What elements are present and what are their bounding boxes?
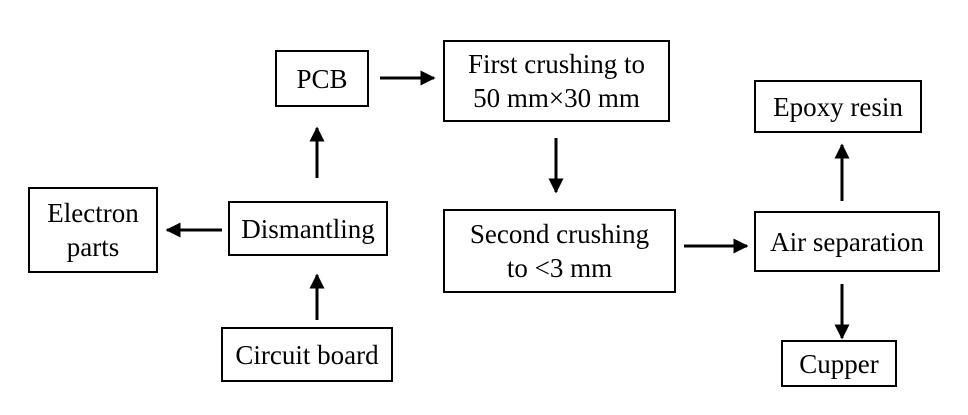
cupper-box: Cupper [781,340,897,387]
second-crushing-box: Second crushing to <3 mm [443,209,676,293]
first-crushing-label: First crushing to 50 mm×30 mm [467,49,645,113]
electron-parts-box: Electron parts [28,187,158,273]
electron-parts-label: Electron parts [47,198,139,262]
second-crushing-label: Second crushing to <3 mm [469,219,650,283]
dismantling-box: Dismantling [228,201,388,256]
epoxy-resin-box: Epoxy resin [754,80,922,133]
dismantling-label: Dismantling [241,213,375,244]
circuit-board-label: Circuit board [235,339,379,370]
epoxy-resin-label: Epoxy resin [773,91,903,122]
pcb-label: PCB [296,63,348,94]
circuit-board-box: Circuit board [221,327,393,382]
first-crushing-box: First crushing to 50 mm×30 mm [443,40,670,122]
air-separation-label: Air separation [770,226,924,257]
air-separation-box: Air separation [754,211,940,272]
pcb-box: PCB [275,50,369,107]
cupper-label: Cupper [799,348,879,379]
